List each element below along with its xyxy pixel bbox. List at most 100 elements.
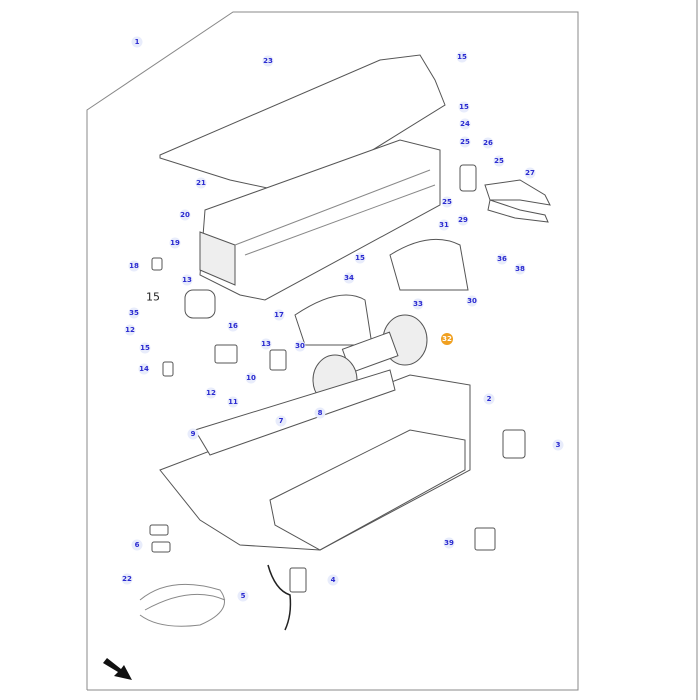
callout-number: 30 <box>467 297 477 305</box>
callout-12[interactable]: 12 <box>205 387 217 399</box>
callout-number: 16 <box>228 322 238 330</box>
callout-25[interactable]: 25 <box>493 155 505 167</box>
callout-24[interactable]: 24 <box>459 118 471 130</box>
callout-15[interactable]: 15 <box>139 342 151 354</box>
callout-number: 13 <box>182 276 192 284</box>
callout-4[interactable]: 4 <box>327 574 339 586</box>
callout-39[interactable]: 39 <box>443 537 455 549</box>
callout-number: 38 <box>515 265 525 273</box>
callout-number: 17 <box>274 311 284 319</box>
callout-number: 20 <box>180 211 190 219</box>
callout-25[interactable]: 25 <box>459 136 471 148</box>
callout-number: 4 <box>331 576 336 584</box>
callout-16[interactable]: 16 <box>227 320 239 332</box>
callout-27[interactable]: 27 <box>524 167 536 179</box>
callout-32[interactable]: 32 <box>441 333 453 345</box>
callout-number: 15 <box>457 53 467 61</box>
callout-number: 14 <box>139 365 149 373</box>
callout-20[interactable]: 20 <box>179 209 191 221</box>
callout-number: 2 <box>487 395 492 403</box>
callout-number: 19 <box>170 239 180 247</box>
callout-17[interactable]: 17 <box>273 309 285 321</box>
callout-33[interactable]: 33 <box>412 298 424 310</box>
callout-38[interactable]: 38 <box>514 263 526 275</box>
frame <box>86 0 698 700</box>
heater-core <box>199 139 441 301</box>
callout-18[interactable]: 18 <box>128 260 140 272</box>
callout-35[interactable]: 35 <box>128 307 140 319</box>
callout-number: 18 <box>129 262 139 270</box>
callout-number: 25 <box>442 198 452 206</box>
cover-panel <box>159 54 446 196</box>
callout-number: 36 <box>497 255 507 263</box>
callout-36[interactable]: 36 <box>496 253 508 265</box>
callout-number: 12 <box>206 389 216 397</box>
callout-7[interactable]: 7 <box>275 415 287 427</box>
callout-number: 39 <box>444 539 454 547</box>
callout-number: 22 <box>122 575 132 583</box>
callout-number: 5 <box>241 592 246 600</box>
callout-15[interactable]: 15 <box>354 252 366 264</box>
callout-22[interactable]: 22 <box>121 573 133 585</box>
callout-number: 24 <box>460 120 470 128</box>
callout-number: 15 <box>355 254 365 262</box>
direction-arrow <box>103 658 132 680</box>
callout-6[interactable]: 6 <box>131 539 143 551</box>
callout-15[interactable]: 15 <box>456 51 468 63</box>
callout-26[interactable]: 26 <box>482 137 494 149</box>
callout-number: 10 <box>246 374 256 382</box>
callout-34[interactable]: 34 <box>343 272 355 284</box>
callout-number: 29 <box>458 216 468 224</box>
blower-covers <box>294 238 469 346</box>
callout-number: 26 <box>483 139 493 147</box>
callout-13[interactable]: 13 <box>260 338 272 350</box>
arrow-down-right-icon <box>103 658 132 680</box>
callout-number: 13 <box>261 340 271 348</box>
callout-number: 1 <box>135 38 140 46</box>
callout-number: 15 <box>140 344 150 352</box>
callout-15[interactable]: 15 <box>146 291 160 304</box>
callout-number: 35 <box>129 309 139 317</box>
callout-29[interactable]: 29 <box>457 214 469 226</box>
callout-number: 6 <box>135 541 140 549</box>
callout-30[interactable]: 30 <box>466 295 478 307</box>
callout-30[interactable]: 30 <box>294 340 306 352</box>
callout-11[interactable]: 11 <box>227 396 239 408</box>
callout-number: 15 <box>459 103 469 111</box>
callout-25[interactable]: 25 <box>441 196 453 208</box>
callout-21[interactable]: 21 <box>195 177 207 189</box>
callout-10[interactable]: 10 <box>245 372 257 384</box>
callout-8[interactable]: 8 <box>314 407 326 419</box>
callout-number: 32 <box>442 335 452 343</box>
callout-number: 9 <box>191 430 196 438</box>
callout-1[interactable]: 1 <box>131 36 143 48</box>
housing <box>159 369 471 551</box>
callout-number: 21 <box>196 179 206 187</box>
callout-number: 12 <box>125 326 135 334</box>
callout-19[interactable]: 19 <box>169 237 181 249</box>
expansion-valve-and-pipes <box>459 164 551 223</box>
callout-number: 15 <box>146 291 160 304</box>
callout-number: 7 <box>279 417 284 425</box>
callout-number: 27 <box>525 169 535 177</box>
callout-15[interactable]: 15 <box>458 101 470 113</box>
callout-12[interactable]: 12 <box>124 324 136 336</box>
callout-number: 8 <box>318 409 323 417</box>
callout-number: 30 <box>295 342 305 350</box>
callout-number: 11 <box>228 398 238 406</box>
callout-14[interactable]: 14 <box>138 363 150 375</box>
callout-31[interactable]: 31 <box>438 219 450 231</box>
callout-number: 34 <box>344 274 354 282</box>
callout-3[interactable]: 3 <box>552 439 564 451</box>
callout-2[interactable]: 2 <box>483 393 495 405</box>
small-parts <box>139 257 526 631</box>
callout-13[interactable]: 13 <box>181 274 193 286</box>
callout-5[interactable]: 5 <box>237 590 249 602</box>
callout-23[interactable]: 23 <box>262 55 274 67</box>
callout-number: 3 <box>556 441 561 449</box>
callout-number: 25 <box>494 157 504 165</box>
callout-9[interactable]: 9 <box>187 428 199 440</box>
callout-number: 33 <box>413 300 423 308</box>
